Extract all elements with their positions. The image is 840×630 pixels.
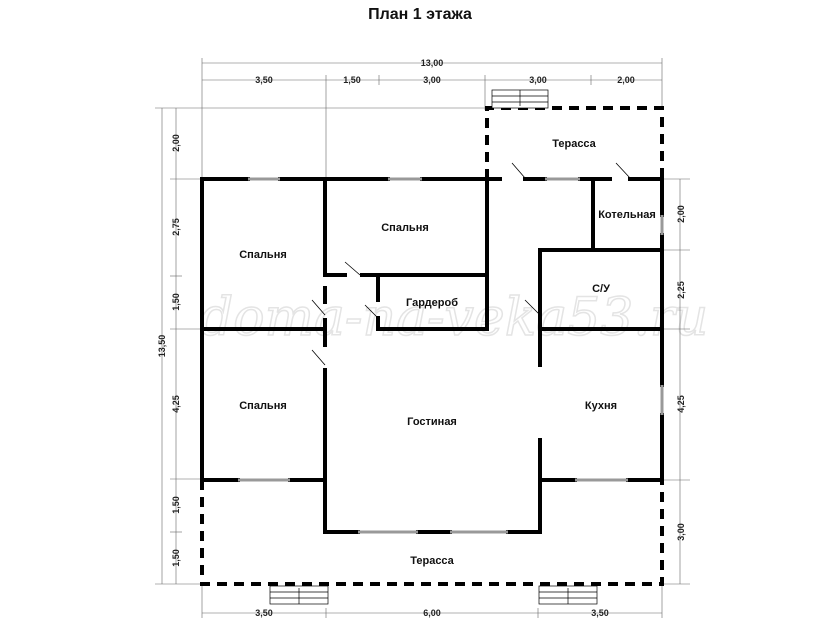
room-label-boiler: Котельная [598, 209, 656, 221]
dim-top: 1,50 [343, 75, 361, 85]
watermark: doma-na-veka53.ru [200, 288, 708, 348]
room-label-terrace-bottom: Терасса [410, 555, 454, 567]
dim-right: 3,00 [676, 523, 686, 541]
room-label-bedroom: Спальня [239, 249, 287, 261]
dim-top: 3,50 [255, 75, 273, 85]
page-title: План 1 этажа [368, 6, 472, 23]
dim-right: 4,25 [676, 395, 686, 413]
dim-top-total: 13,00 [421, 58, 444, 68]
dim-left: 1,50 [171, 549, 181, 567]
dim-bottom: 3,50 [255, 608, 273, 618]
walls [200, 177, 664, 534]
room-label-bathroom: С/У [592, 283, 610, 295]
dim-left: 2,00 [171, 134, 181, 152]
dim-bottom: 6,00 [423, 608, 441, 618]
room-label-bedroom: Спальня [381, 222, 429, 234]
dimension-labels: 13,00 3,50 1,50 3,00 3,00 2,00 13,50 2,0… [157, 58, 686, 618]
dim-left: 4,25 [171, 395, 181, 413]
dim-left-total: 13,50 [157, 335, 167, 358]
doors [311, 162, 631, 366]
terrace-outline [200, 106, 664, 586]
stairs [269, 89, 598, 605]
dimension-lines [155, 58, 690, 618]
dim-right: 2,00 [676, 205, 686, 223]
dim-left: 1,50 [171, 496, 181, 514]
room-label-kitchen: Кухня [585, 400, 617, 412]
dim-right: 2,25 [676, 281, 686, 299]
dim-left: 2,75 [171, 218, 181, 236]
dim-bottom: 3,50 [591, 608, 609, 618]
windows [238, 177, 664, 534]
room-label-terrace-top: Терасса [552, 138, 596, 150]
room-label-bedroom: Спальня [239, 400, 287, 412]
dim-left: 1,50 [171, 293, 181, 311]
dim-top: 3,00 [529, 75, 547, 85]
room-label-wardrobe: Гардероб [406, 297, 458, 309]
dim-top: 3,00 [423, 75, 441, 85]
room-label-living: Гостиная [407, 416, 457, 428]
dim-top: 2,00 [617, 75, 635, 85]
